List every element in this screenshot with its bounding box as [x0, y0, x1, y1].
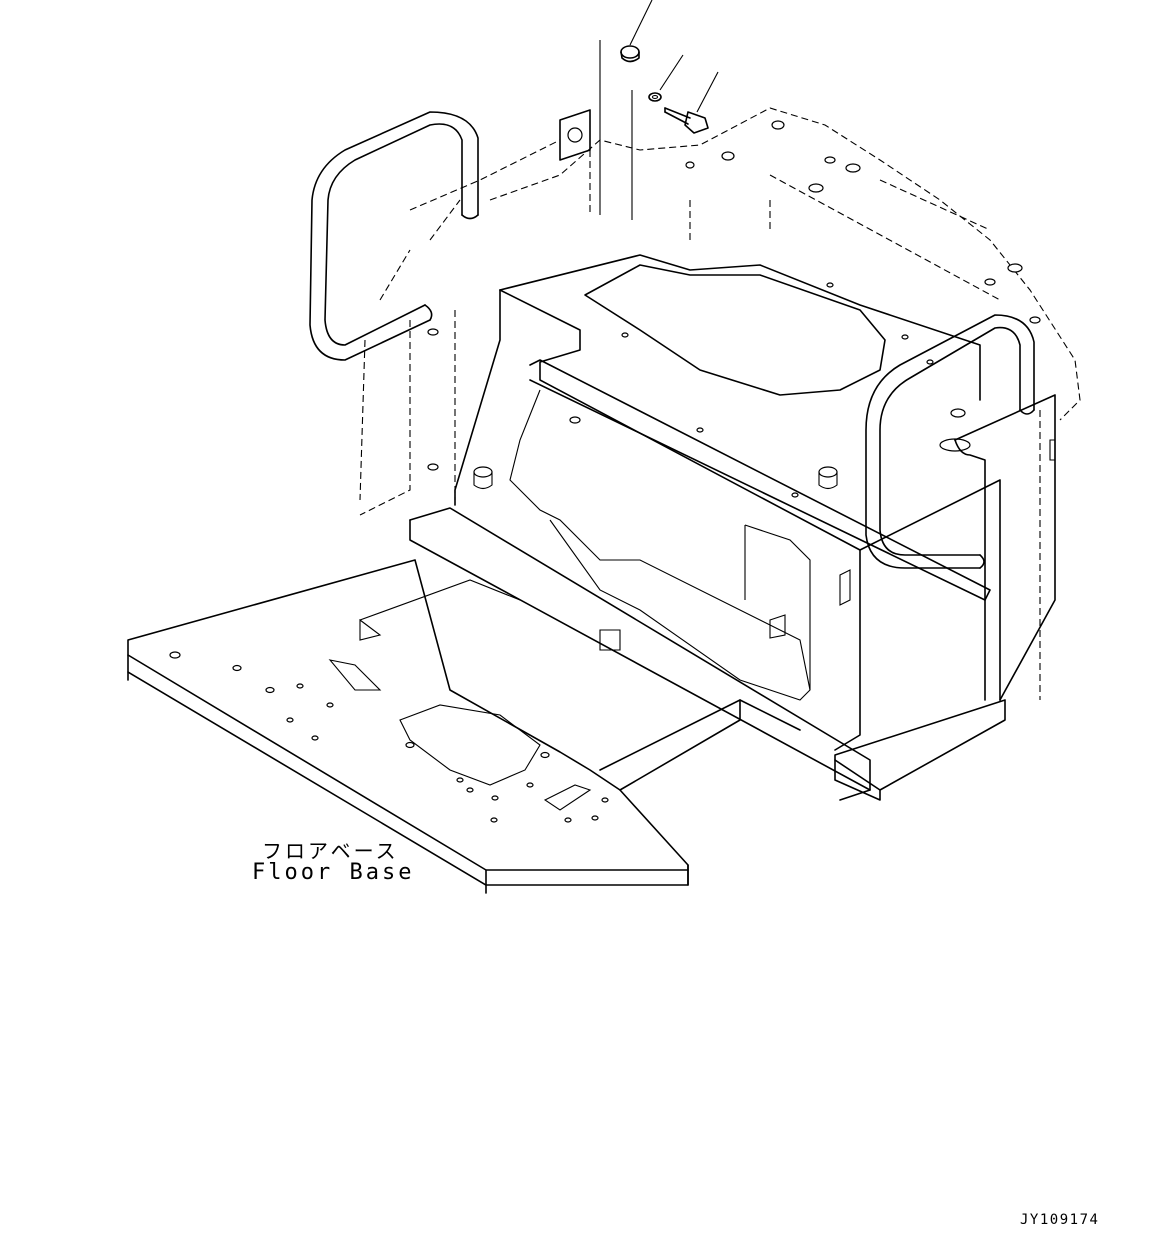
bolt-leader [696, 71, 719, 113]
right-side-panel [954, 394, 1056, 701]
cross-beam [409, 507, 1006, 801]
exploded-hardware [599, 0, 719, 220]
left-handrail [309, 111, 479, 361]
part-name-jp: フロアベース [262, 839, 399, 863]
cap-part [620, 45, 640, 63]
bolt-part [664, 107, 709, 134]
right-handrail [529, 314, 1035, 601]
rear-frame [359, 107, 1081, 700]
washer-part [648, 92, 662, 102]
floor-plate [127, 559, 689, 894]
cap-leader [629, 0, 653, 46]
seat-stand-box [454, 254, 1001, 751]
washer-leader [659, 54, 684, 91]
drawing-number: JY109174 [1020, 1212, 1100, 1228]
part-name-en: Floor Base [252, 860, 415, 885]
